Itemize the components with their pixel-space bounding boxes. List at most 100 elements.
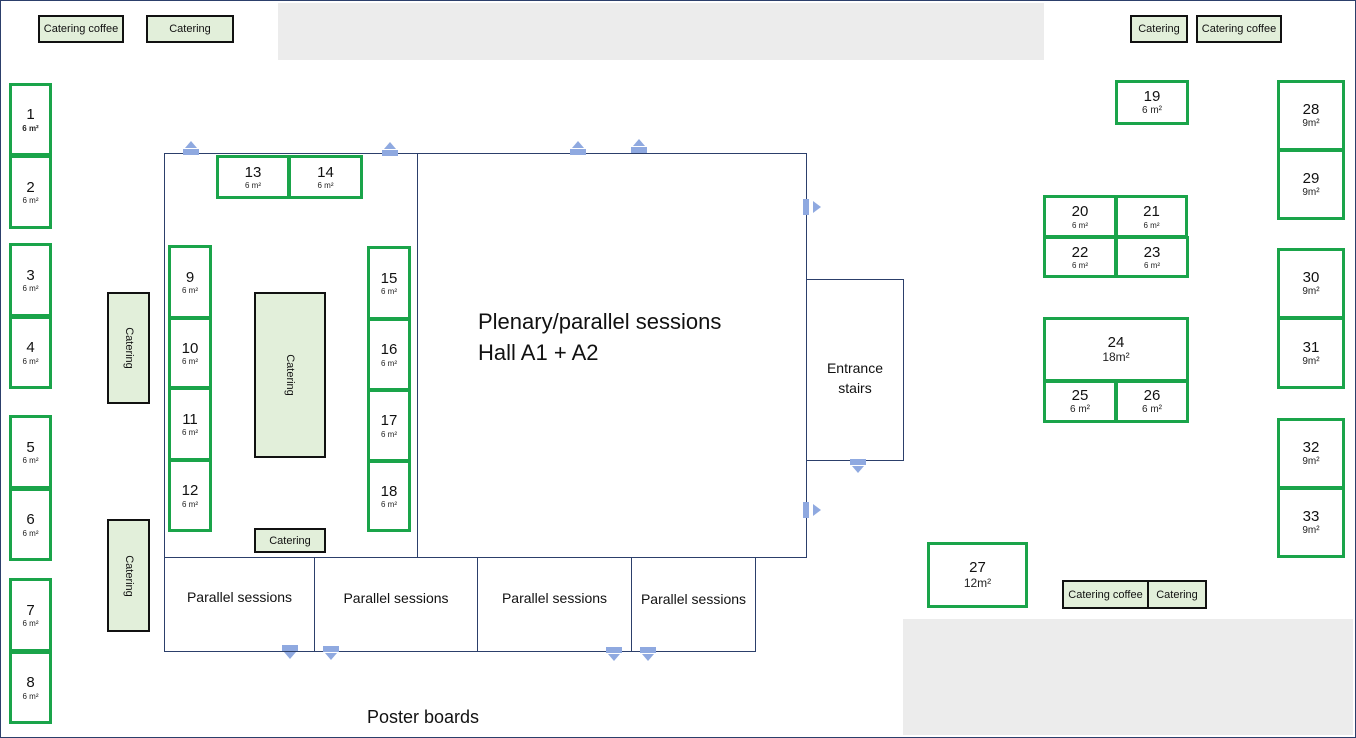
booth-number: 4 bbox=[26, 339, 35, 357]
hall-title: Plenary/parallel sessions Hall A1 + A2 bbox=[478, 306, 721, 368]
exit-up-icon bbox=[380, 141, 400, 157]
booth-number: 8 bbox=[26, 674, 35, 692]
booth-number: 11 bbox=[182, 410, 198, 428]
catering-label: Catering bbox=[283, 354, 296, 396]
booth-size: 6 m² bbox=[1142, 105, 1162, 117]
catering-left-lower: Catering bbox=[107, 519, 150, 632]
parallel-room-3 bbox=[477, 557, 632, 652]
booth-size: 9m² bbox=[1302, 525, 1320, 537]
booth-size: 6 m² bbox=[22, 528, 39, 538]
parallel-sessions-label: Parallel sessions bbox=[640, 591, 747, 607]
booth-number: 15 bbox=[380, 269, 398, 287]
exit-right-icon bbox=[802, 198, 822, 216]
booth-number: 10 bbox=[181, 339, 199, 357]
booth-size: 18m² bbox=[1102, 350, 1130, 365]
booth-size: 6 m² bbox=[22, 456, 39, 466]
hall-title-line2: Hall A1 + A2 bbox=[478, 340, 599, 365]
catering-coffee-bottom-right: Catering coffee bbox=[1062, 580, 1149, 609]
entrance-label-line2: stairs bbox=[838, 380, 872, 396]
plenary-hall bbox=[417, 153, 807, 558]
booth-size: 9m² bbox=[1302, 187, 1320, 199]
catering-label: Catering coffee bbox=[43, 23, 119, 35]
catering-label: Catering bbox=[169, 23, 211, 35]
booth-number: 30 bbox=[1302, 269, 1320, 287]
catering-label: Catering bbox=[122, 554, 135, 597]
exit-down-icon bbox=[604, 646, 624, 662]
booth-size: 6 m² bbox=[381, 287, 397, 297]
booth-size: 9m² bbox=[1302, 355, 1320, 367]
catering-coffee-top-left: Catering coffee bbox=[38, 15, 124, 43]
poster-boards-label: Poster boards bbox=[367, 707, 480, 727]
booth-size: 6 m² bbox=[22, 196, 39, 206]
catering-label: Catering bbox=[269, 534, 311, 547]
booth-number: 27 bbox=[969, 559, 986, 577]
exit-down-icon bbox=[638, 646, 658, 662]
booth-number: 16 bbox=[380, 341, 398, 359]
booth-number: 6 bbox=[26, 511, 35, 529]
booth-number: 33 bbox=[1302, 508, 1320, 526]
booth-size: 6 m² bbox=[381, 429, 397, 439]
booth-number: 21 bbox=[1143, 203, 1160, 221]
booth-size: 6 m² bbox=[317, 181, 334, 191]
booth-size: 6 m² bbox=[381, 500, 397, 510]
booth-number: 19 bbox=[1143, 88, 1161, 106]
booth-size: 6 m² bbox=[22, 356, 39, 366]
booth-size: 6 m² bbox=[182, 428, 198, 438]
booth-size: 6 m² bbox=[182, 286, 198, 296]
parallel-room-1 bbox=[164, 557, 315, 652]
booth-number: 12 bbox=[181, 482, 199, 500]
catering-center: Catering bbox=[254, 292, 326, 458]
parallel-sessions-label: Parallel sessions bbox=[186, 589, 293, 605]
booth-size: 6 m² bbox=[1070, 404, 1090, 416]
catering-label: Catering bbox=[1156, 588, 1198, 601]
booth-number: 2 bbox=[26, 178, 35, 196]
booth-size: 6 m² bbox=[1144, 261, 1160, 271]
exit-right-icon bbox=[802, 501, 822, 519]
catering-label: Catering coffee bbox=[1201, 23, 1277, 35]
entrance-label: Entrance stairs bbox=[807, 358, 903, 398]
booth-number: 29 bbox=[1302, 170, 1320, 188]
catering-left-upper: Catering bbox=[107, 292, 150, 404]
booth-size: 6 m² bbox=[1143, 220, 1160, 230]
booth-number: 1 bbox=[26, 106, 35, 124]
booth-number: 24 bbox=[1107, 333, 1125, 351]
booth-number: 23 bbox=[1143, 243, 1161, 261]
parallel-sessions-label: Parallel sessions bbox=[501, 590, 608, 606]
booth-size: 9m² bbox=[1302, 118, 1320, 130]
booth-size: 6 m² bbox=[1072, 261, 1088, 271]
catering-label: Catering bbox=[1138, 23, 1180, 35]
